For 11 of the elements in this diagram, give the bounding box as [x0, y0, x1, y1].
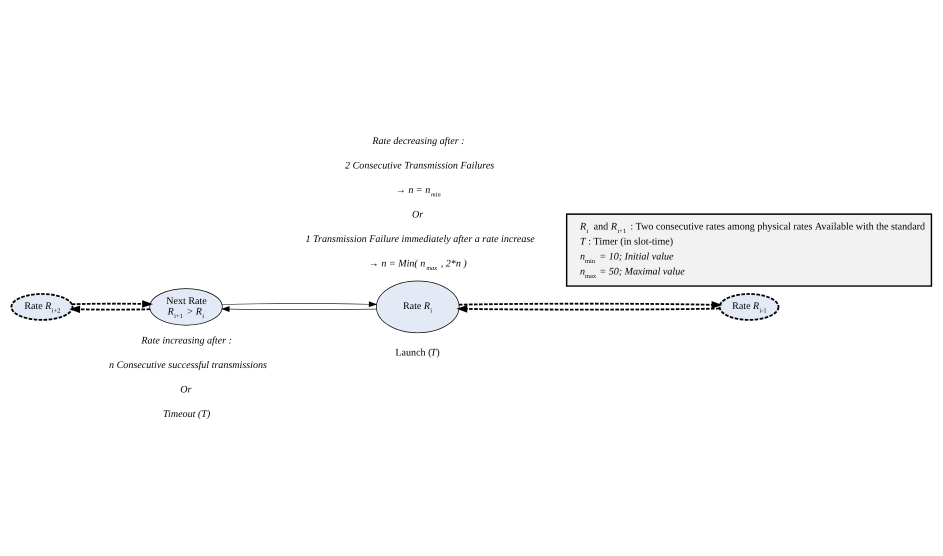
label: n Consecutive successful transmissions [109, 359, 267, 370]
label: Timeout (T) [163, 408, 210, 420]
label: Or [412, 208, 424, 220]
node-label: Launch (T) [395, 347, 440, 358]
label: → n = n$_{min}$ [396, 184, 441, 198]
label: Rate decreasing after : [372, 136, 465, 147]
label: 1 Transmission Failure immediately after a rate increase [305, 233, 535, 244]
label: Rate increasing after : [141, 334, 232, 346]
label: 2 Consecutive Transmission Failures [345, 160, 494, 172]
label: Or [180, 384, 192, 395]
label: → n = Min( n$_{max}$ , 2*n ) [368, 258, 467, 272]
